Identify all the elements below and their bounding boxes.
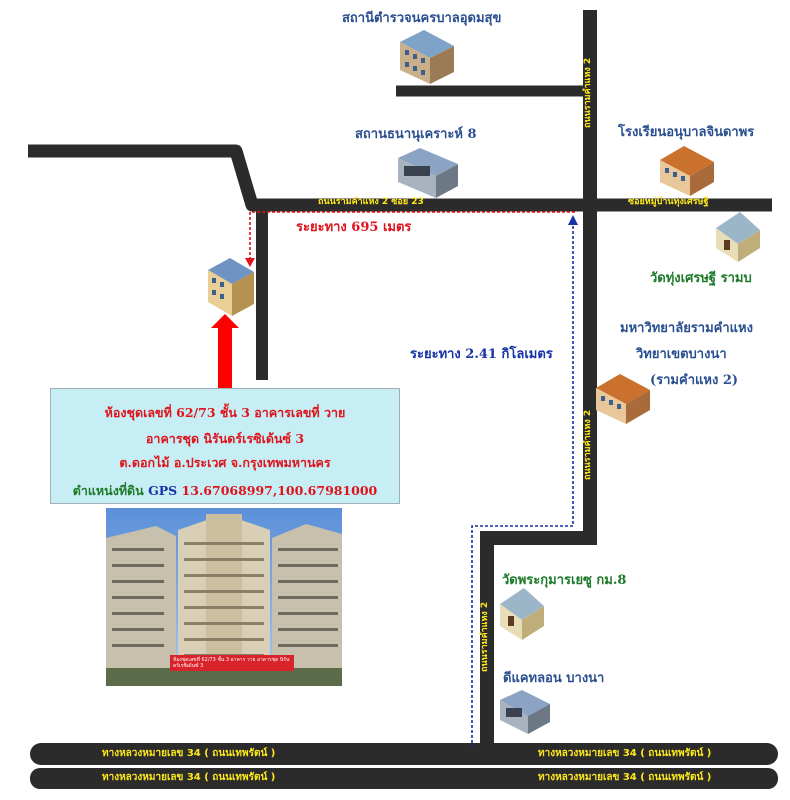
info-line-2: อาคารชุด นิรันดร์เรซิเด้นซ์ 3: [145, 431, 305, 446]
route-blue: [471, 222, 574, 748]
info-gps: ตำแหน่งที่ดิน GPS 13.67068997,100.679810…: [51, 481, 399, 501]
ramkhamhaeng2-road: [480, 10, 597, 752]
route-red: [249, 211, 575, 262]
route-red-arrowhead: [245, 258, 255, 267]
school-icon: [596, 374, 650, 424]
route-blue-arrowhead: [568, 215, 578, 225]
red-arrow-shaft: [218, 326, 232, 388]
road-label-highway-1-left: ทางหลวงหมายเลข 34 ( ถนนเทพรัตน์ ): [102, 748, 276, 759]
temple-icon: [716, 212, 760, 262]
road-label-highway-2-right: ทางหลวงหมายเลข 34 ( ถนนเทพรัตน์ ): [538, 772, 712, 783]
place-kindergarten: โรงเรียนอนุบาลจินดาพร: [618, 125, 755, 140]
distance-long: ระยะทาง 2.41 กิโลเมตร: [410, 347, 553, 362]
house-icon: [500, 690, 550, 734]
place-orphanage: สถานธนานุเคราะห์ 8: [355, 127, 477, 142]
place-dealer: ดีแคทลอน บางนา: [503, 671, 605, 686]
gps-value: 13.67068997,100.67981000: [181, 483, 378, 498]
highway-band-1: [30, 743, 778, 765]
place-university-line1: มหาวิทยาลัยรามคำแหง: [620, 321, 753, 336]
road-label-ram2-mid: ถนนรามคำแหง 2: [583, 409, 593, 480]
target-condo-icon: [208, 258, 254, 316]
info-line-1: ห้องชุดเลขที่ 62/73 ชั้น 3 อาคารเลขที่ ว…: [104, 405, 346, 420]
school-icon: [660, 146, 714, 196]
road-label-soi-right: ซอยหมู่บ้านทุ่งเศรษฐี: [628, 197, 709, 207]
building-photo-drawing: [106, 508, 342, 686]
distance-short: ระยะทาง 695 เมตร: [296, 220, 412, 235]
road-label-ram2-top: ถนนรามคำแหง 2: [583, 57, 593, 128]
place-wat-thung: วัดทุ่งเศรษฐี รามบ: [650, 271, 752, 286]
gps-label: ตำแหน่งที่ดิน: [72, 483, 144, 498]
building-icon: [400, 30, 454, 84]
photo-caption: ห้องชุดเลขที่ 62/73 ชั้น 3 อาคาร วาย อาค…: [170, 655, 294, 671]
red-arrow-head: [211, 314, 239, 328]
road-label-ram2-low: ถนนรามคำแหง 2: [480, 601, 490, 672]
road-label-highway-2-left: ทางหลวงหมายเลข 34 ( ถนนเทพรัตน์ ): [102, 772, 276, 783]
shop-icon: [398, 148, 458, 198]
road-label-highway-1-right: ทางหลวงหมายเลข 34 ( ถนนเทพรัตน์ ): [538, 748, 712, 759]
highway-band-2: [30, 768, 778, 789]
soi23-road: [28, 144, 772, 212]
place-wat-phra: วัดพระกุมารเยซู กม.8: [502, 573, 627, 588]
property-info-box: ห้องชุดเลขที่ 62/73 ชั้น 3 อาคารเลขที่ ว…: [50, 388, 400, 504]
building-photo: ห้องชุดเลขที่ 62/73 ชั้น 3 อาคาร วาย อาค…: [106, 508, 342, 686]
temple-icon: [500, 588, 544, 640]
road-label-soi23: ถนนรามคำแหง 2 ซอย 23: [318, 197, 424, 207]
gps-tag: GPS: [148, 483, 178, 498]
place-university-line2: วิทยาเขตบางนา: [636, 347, 727, 362]
place-university-line3: (รามคำแหง 2): [650, 373, 739, 388]
info-line-3: ต.ดอกไม้ อ.ประเวศ จ.กรุงเทพมหานคร: [119, 455, 331, 470]
place-police-station: สถานีตำรวจนครบาลอุดมสุข: [342, 11, 502, 26]
